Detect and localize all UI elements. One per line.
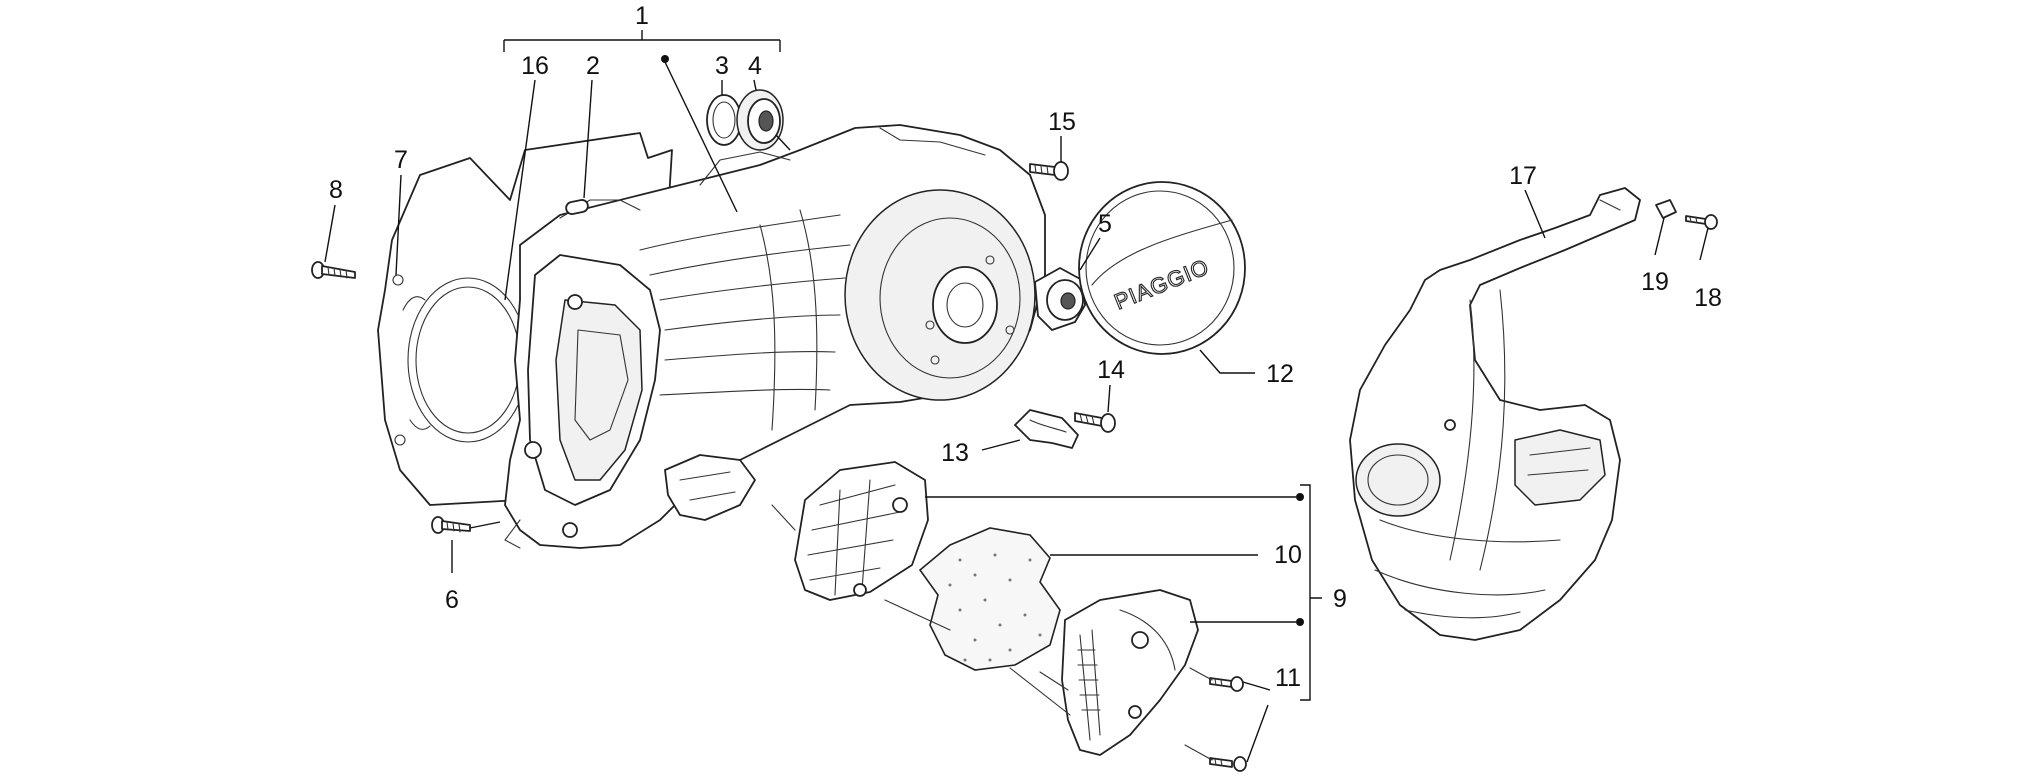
callout-6: 6 xyxy=(445,586,459,614)
callout-16: 16 xyxy=(521,52,549,80)
screw-11-upper xyxy=(1209,676,1244,692)
callout-8: 8 xyxy=(329,176,343,204)
filter-cover xyxy=(1061,589,1199,756)
callout-3: 3 xyxy=(715,52,729,80)
callout-14: 14 xyxy=(1097,356,1125,384)
callout-labels: 1 2 3 4 5 6 7 8 9 10 11 12 13 14 15 16 1… xyxy=(329,2,1722,692)
bearing xyxy=(736,89,784,151)
callout-18: 18 xyxy=(1694,284,1722,312)
bolt-14 xyxy=(1074,412,1116,433)
bolt-15 xyxy=(1029,161,1069,181)
leader-lines xyxy=(324,30,1709,763)
foam-filter xyxy=(918,527,1061,671)
washer-19 xyxy=(1655,199,1677,219)
cable-clamp xyxy=(1014,409,1079,449)
callout-5: 5 xyxy=(1098,210,1112,238)
callout-4: 4 xyxy=(748,52,762,80)
air-duct xyxy=(1349,187,1641,641)
callout-10: 10 xyxy=(1274,541,1302,569)
callout-11: 11 xyxy=(1275,664,1301,692)
screw-6 xyxy=(431,516,471,534)
screw-18 xyxy=(1685,214,1718,230)
callout-12: 12 xyxy=(1266,360,1294,388)
callout-9: 9 xyxy=(1333,585,1347,613)
callout-13: 13 xyxy=(941,439,969,467)
filter-box-base xyxy=(794,461,929,601)
dowel-pin xyxy=(565,199,589,215)
logo-cover: PIAGGIO xyxy=(1078,181,1246,355)
screw-8 xyxy=(311,261,356,279)
bushing xyxy=(1034,267,1086,331)
callout-2: 2 xyxy=(586,52,600,80)
callout-19: 19 xyxy=(1641,268,1669,296)
callout-1: 1 xyxy=(635,2,649,30)
transmission-cover xyxy=(504,124,1046,549)
callout-17: 17 xyxy=(1509,162,1537,190)
circlip xyxy=(706,94,742,146)
callout-15: 15 xyxy=(1048,108,1076,136)
screw-11-lower xyxy=(1209,756,1247,772)
callout-7: 7 xyxy=(394,146,408,174)
